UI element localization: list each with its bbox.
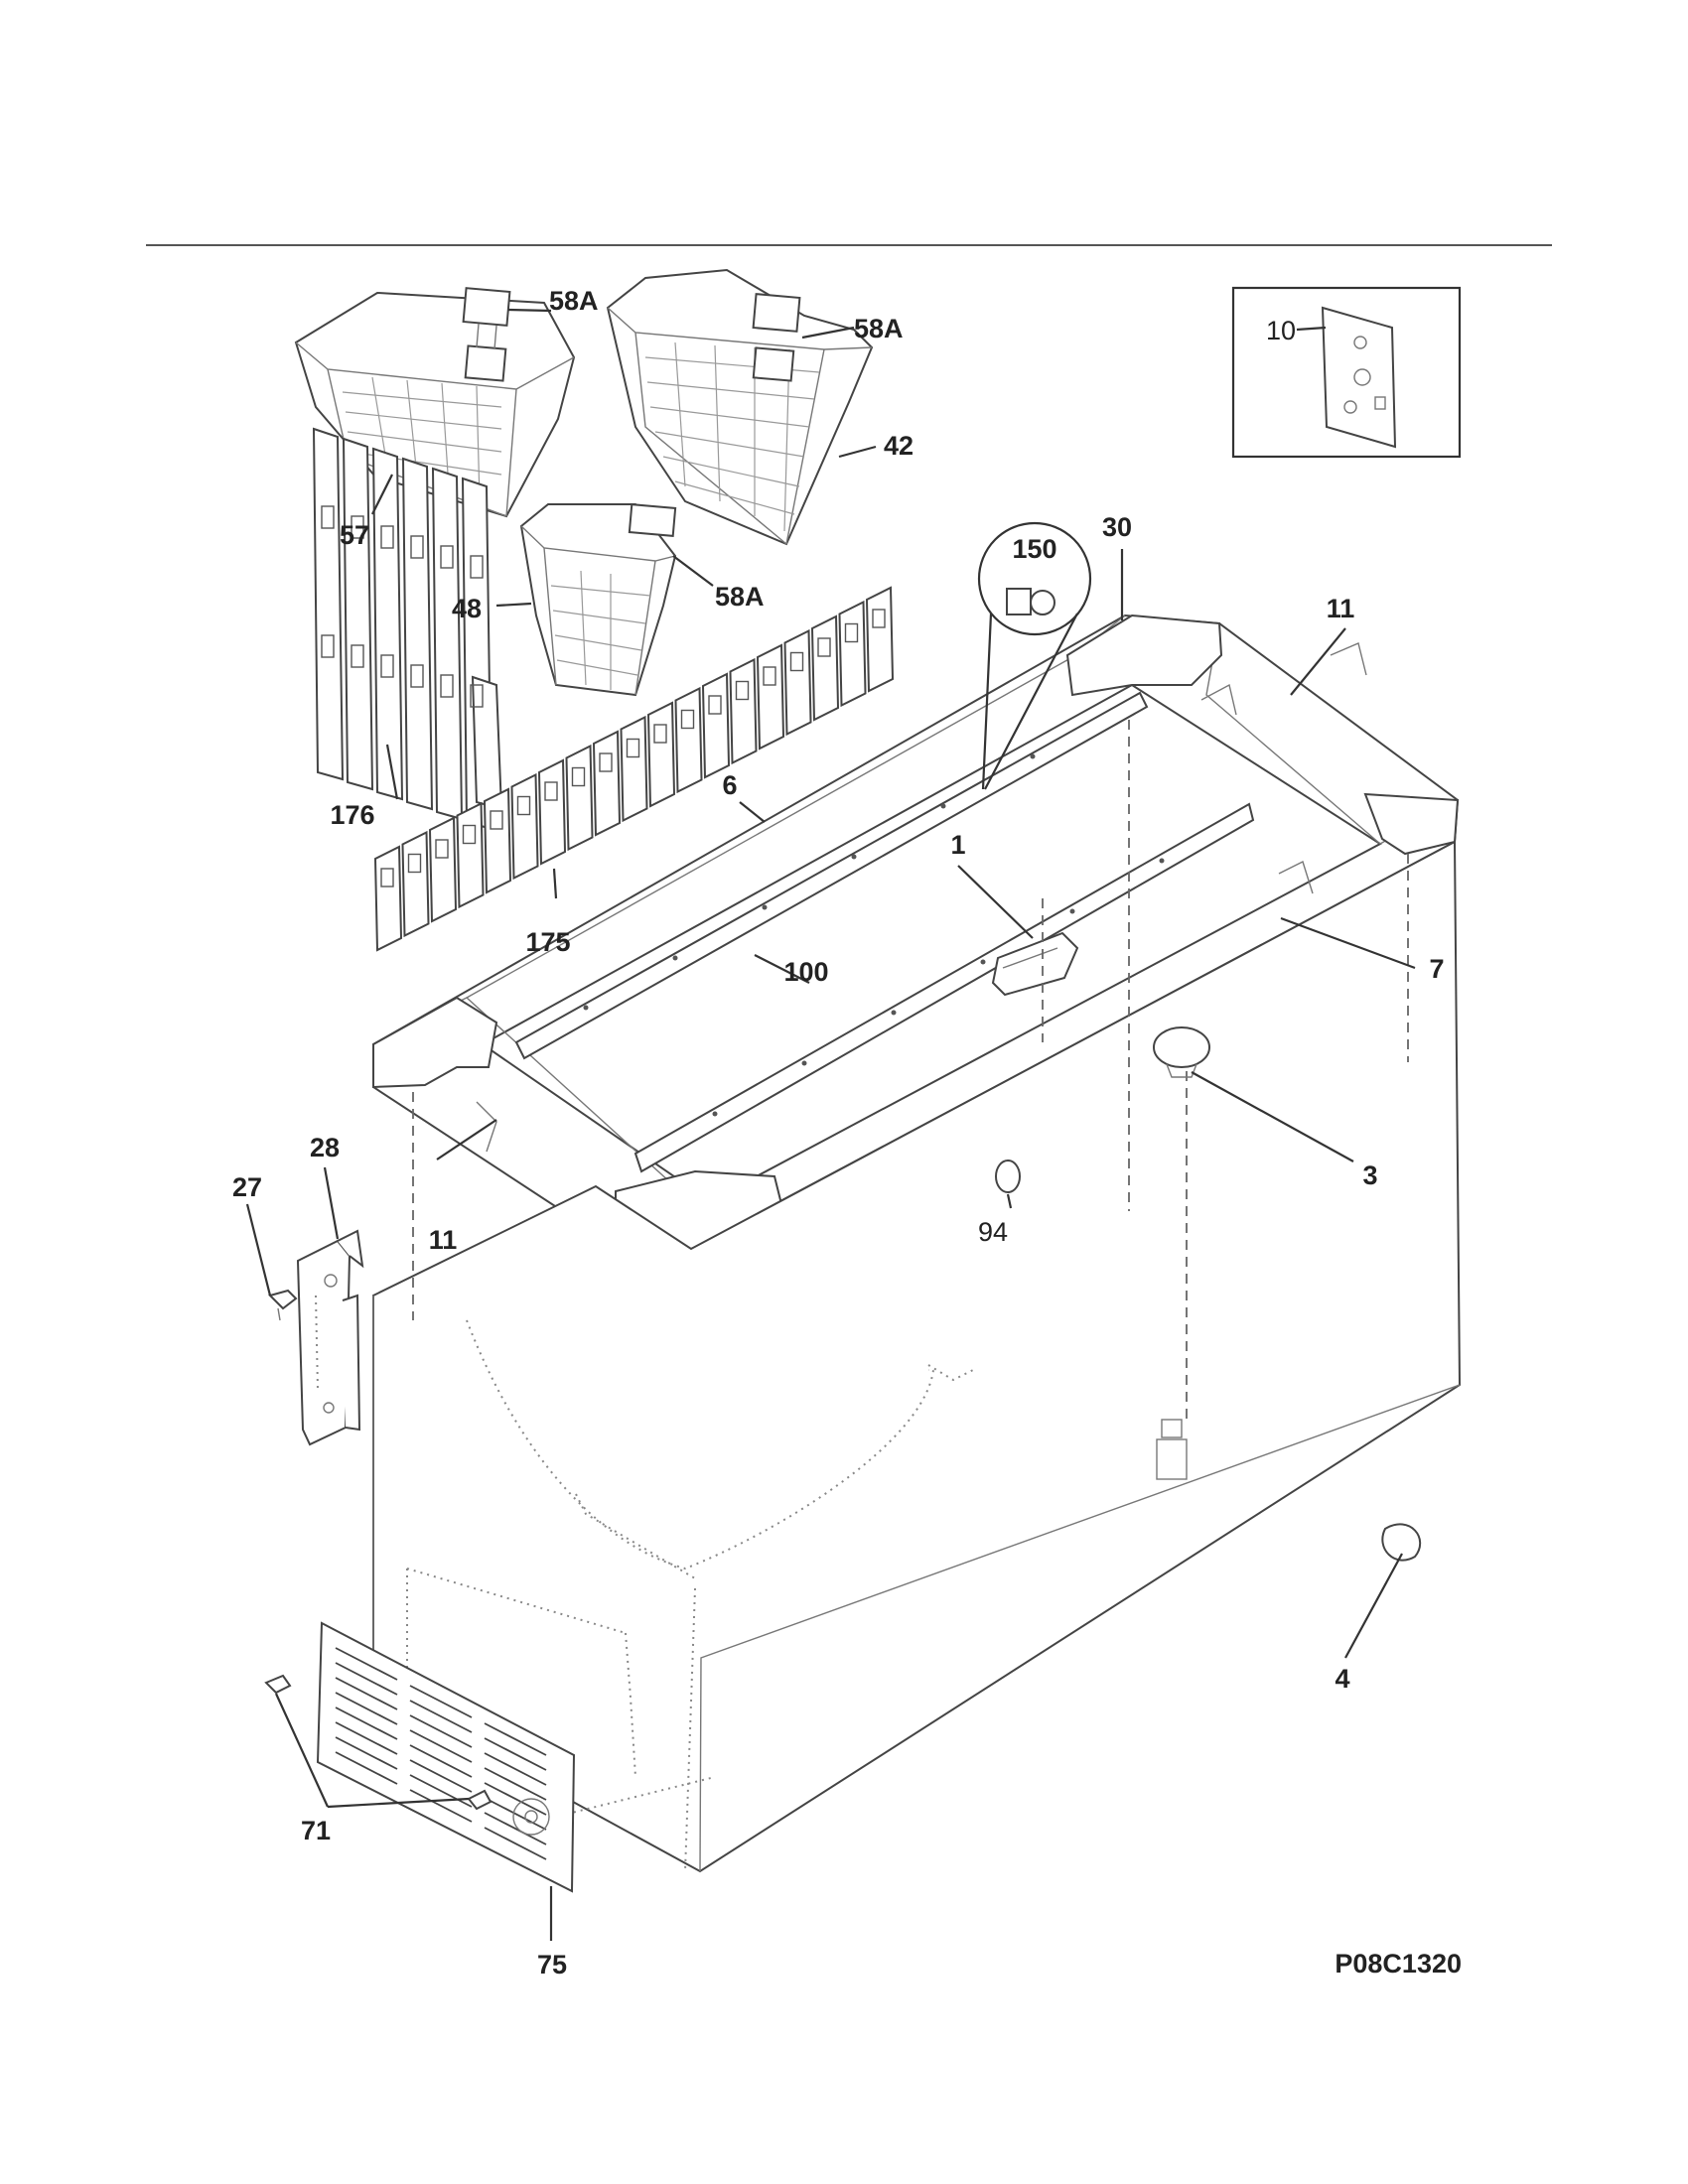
callout-labels: 58A 58A 58A 42 57 48 176 175 150 30 11 1… [232,286,1445,1979]
kick-grille-75[interactable] [316,1621,576,1893]
label-58a-tab-2 [752,293,801,333]
callout-150: 150 [1012,534,1056,564]
callout-100: 100 [783,957,828,987]
latch-1[interactable] [991,931,1079,997]
callout-28: 28 [310,1133,340,1162]
callout-bubble-150 [977,521,1092,790]
callout-3: 3 [1362,1160,1377,1190]
callout-11-top: 11 [1327,594,1355,623]
callout-6: 6 [722,770,737,800]
callout-58a-1: 58A [549,286,599,316]
callout-30: 30 [1102,512,1132,542]
inset-frame [1231,286,1462,459]
control-board-10[interactable] [1321,306,1397,449]
callout-1: 1 [950,830,965,860]
callout-4: 4 [1335,1664,1349,1694]
callout-27: 27 [232,1172,262,1202]
callout-7: 7 [1429,954,1444,984]
callout-11-left: 11 [429,1225,458,1255]
callout-94: 94 [978,1217,1008,1247]
label-58a-tab-1b [464,344,507,382]
callout-58a-3: 58A [715,582,765,612]
lid-frame [372,614,1460,1251]
leader-lines [245,308,1416,1941]
basket-48[interactable] [519,503,677,697]
callout-10: 10 [1266,316,1296,345]
callout-75: 75 [537,1950,567,1979]
divider-set-175[interactable] [373,586,895,952]
label-58a-tab-2b [752,346,795,382]
grommet-94[interactable] [995,1160,1021,1193]
divider-set-176[interactable] [312,427,503,831]
screw-71[interactable] [264,1674,492,1811]
callout-58a-2: 58A [854,314,904,343]
basket-42[interactable] [606,268,874,546]
label-58a-tab-3 [628,503,677,537]
callout-176: 176 [330,800,374,830]
label-58a-tab-1 [462,287,511,327]
screw-27[interactable] [268,1289,298,1321]
callout-48: 48 [452,594,482,623]
callout-175: 175 [525,927,570,957]
freezer-cabinet [372,840,1462,1873]
leveler-4[interactable] [1381,1523,1422,1562]
hinge-pin [1156,1419,1188,1480]
alignment-lines [412,720,1409,1420]
hinge-bracket-28[interactable] [296,1229,364,1446]
callout-71: 71 [301,1816,331,1845]
hinge-rail-100[interactable] [514,691,1255,1173]
diagram-code: P08C1320 [1335,1949,1462,1979]
foot-knob-3[interactable] [1153,1026,1210,1078]
callout-57: 57 [340,520,369,550]
callout-42: 42 [884,431,914,461]
